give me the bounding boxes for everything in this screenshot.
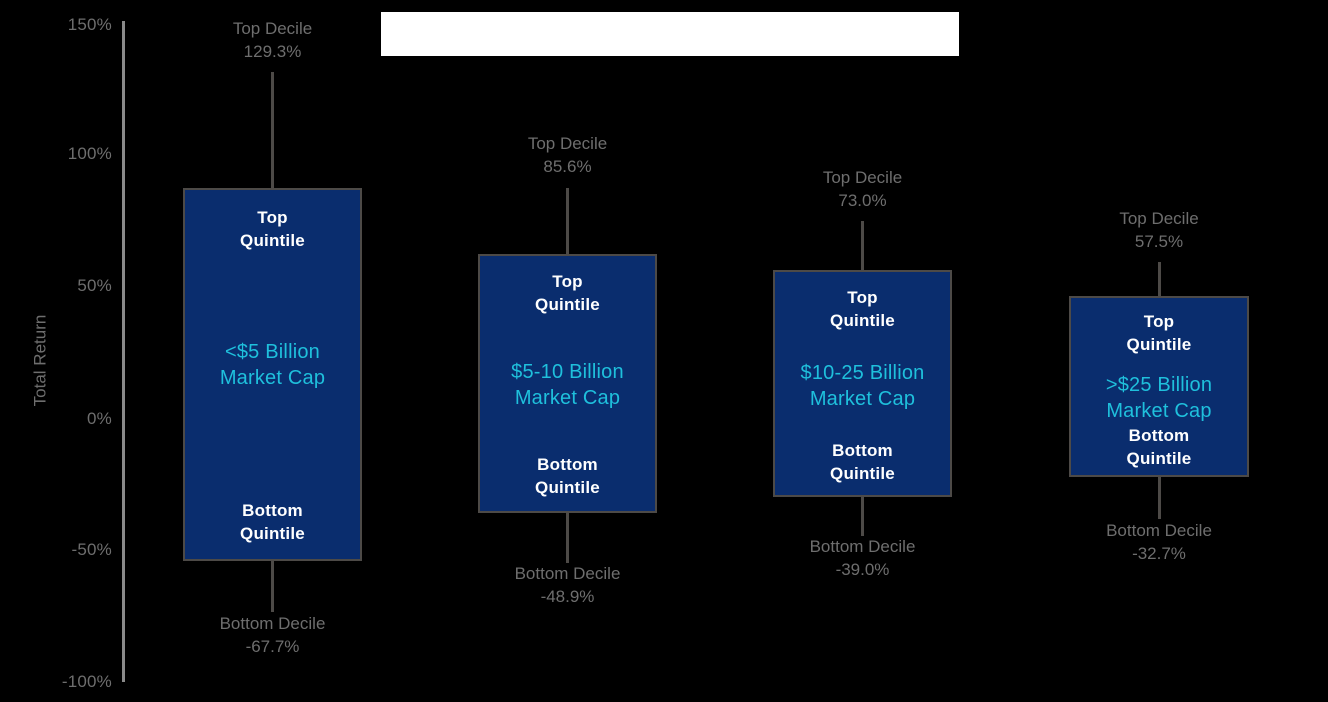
top-quintile-line1-2: Top bbox=[552, 272, 583, 291]
top-quintile-line1-4: Top bbox=[1143, 312, 1175, 331]
y-tick-label-50: 50% bbox=[77, 276, 112, 295]
bottom-whisker-1 bbox=[271, 561, 274, 612]
title-plate bbox=[381, 12, 959, 56]
quintile-box-2[interactable]: Top Quintile $5-10 Billion Market Cap Bo… bbox=[478, 254, 657, 513]
bottom-quintile-line2-4: Quintile bbox=[1126, 449, 1192, 468]
y-tick-150: 150% bbox=[0, 16, 112, 33]
bottom-decile-label-1: Bottom Decile bbox=[219, 614, 326, 633]
series-10-25b[interactable]: Top Decile 73.0% Top Quintile $10-25 Bil… bbox=[773, 0, 952, 702]
cap-band-text-1: <$5 Billion Market Cap bbox=[189, 339, 356, 391]
top-decile-label-1: Top Decile bbox=[232, 19, 313, 38]
bottom-decile-label-2: Bottom Decile bbox=[514, 564, 621, 583]
bottom-decile-annotation-1: Bottom Decile -67.7% bbox=[123, 612, 422, 658]
y-tick-neg50: -50% bbox=[0, 541, 112, 558]
bottom-quintile-text-2: Bottom Quintile bbox=[484, 453, 651, 499]
bottom-decile-value-3: -39.0% bbox=[835, 560, 890, 579]
bottom-decile-value-2: -48.9% bbox=[540, 587, 595, 606]
y-tick-label-100: 100% bbox=[67, 144, 112, 163]
top-whisker-4 bbox=[1157, 262, 1161, 296]
top-whisker-1 bbox=[271, 72, 274, 188]
series-over-25b[interactable]: Top Decile 57.5% Top Quintile >$25 Billi… bbox=[1069, 0, 1249, 702]
bottom-quintile-line1-4: Bottom bbox=[1128, 426, 1190, 445]
cap-band-line2-4: Market Cap bbox=[1106, 400, 1212, 422]
y-tick-label-neg100: -100% bbox=[61, 672, 112, 691]
y-tick-label-150: 150% bbox=[67, 15, 112, 34]
cap-band-text-2: $5-10 Billion Market Cap bbox=[484, 359, 651, 411]
series-under-5b[interactable]: Top Decile 129.3% Top Quintile <$5 Billi… bbox=[183, 0, 362, 702]
bottom-quintile-line2-1: Quintile bbox=[240, 524, 305, 543]
top-whisker-2 bbox=[566, 188, 569, 254]
bottom-quintile-line2-2: Quintile bbox=[535, 478, 600, 497]
bottom-quintile-text-4: Bottom Quintile bbox=[1075, 424, 1243, 470]
bottom-quintile-text-3: Bottom Quintile bbox=[779, 439, 946, 485]
cap-band-line2-1: Market Cap bbox=[219, 366, 326, 389]
y-tick-label-neg50: -50% bbox=[71, 540, 112, 559]
bottom-quintile-line2-3: Quintile bbox=[830, 464, 895, 483]
bottom-quintile-line1-3: Bottom bbox=[832, 441, 893, 460]
top-decile-annotation-4: Top Decile 57.5% bbox=[1009, 207, 1309, 253]
top-whisker-3 bbox=[861, 221, 864, 270]
bottom-decile-annotation-3: Bottom Decile -39.0% bbox=[713, 535, 1012, 581]
bottom-decile-label-3: Bottom Decile bbox=[809, 537, 916, 556]
top-quintile-text-2: Top Quintile bbox=[484, 270, 651, 316]
top-quintile-line2-1: Quintile bbox=[240, 231, 305, 250]
cap-band-text-3: $10-25 Billion Market Cap bbox=[779, 360, 946, 412]
top-quintile-text-1: Top Quintile bbox=[189, 206, 356, 252]
top-decile-label-2: Top Decile bbox=[527, 134, 608, 153]
top-decile-annotation-2: Top Decile 85.6% bbox=[418, 132, 717, 178]
series-5-10b[interactable]: Top Decile 85.6% Top Quintile $5-10 Bill… bbox=[478, 0, 657, 702]
top-decile-value-1: 129.3% bbox=[243, 42, 302, 61]
cap-band-line2-2: Market Cap bbox=[514, 386, 621, 409]
cap-band-line2-3: Market Cap bbox=[809, 387, 916, 410]
top-decile-annotation-3: Top Decile 73.0% bbox=[713, 166, 1012, 212]
bottom-decile-value-1: -67.7% bbox=[245, 637, 300, 656]
quintile-box-4[interactable]: Top Quintile >$25 Billion Market Cap Bot… bbox=[1069, 296, 1249, 477]
top-decile-value-4: 57.5% bbox=[1134, 232, 1184, 251]
bottom-quintile-line1-1: Bottom bbox=[242, 501, 303, 520]
cap-band-line1-4: >$25 Billion bbox=[1105, 374, 1213, 396]
top-decile-label-3: Top Decile bbox=[822, 168, 903, 187]
quintile-box-3[interactable]: Top Quintile $10-25 Billion Market Cap B… bbox=[773, 270, 952, 497]
cap-band-text-4: >$25 Billion Market Cap bbox=[1075, 372, 1243, 424]
bottom-whisker-3 bbox=[861, 497, 864, 536]
bottom-decile-value-4: -32.7% bbox=[1132, 544, 1186, 563]
y-tick-neg100: -100% bbox=[0, 673, 112, 690]
cap-band-line1-3: $10-25 Billion bbox=[800, 361, 925, 384]
top-decile-label-4: Top Decile bbox=[1119, 209, 1199, 228]
y-tick-50: 50% bbox=[0, 277, 112, 294]
top-quintile-line2-4: Quintile bbox=[1126, 335, 1192, 354]
bottom-whisker-2 bbox=[566, 513, 569, 563]
y-tick-label-0: 0% bbox=[87, 409, 112, 428]
top-decile-value-2: 85.6% bbox=[543, 157, 592, 176]
bottom-whisker-4 bbox=[1157, 477, 1161, 519]
y-tick-0: 0% bbox=[0, 410, 112, 427]
top-quintile-line2-3: Quintile bbox=[830, 311, 895, 330]
bottom-quintile-line1-2: Bottom bbox=[537, 455, 598, 474]
bottom-decile-annotation-4: Bottom Decile -32.7% bbox=[1009, 519, 1309, 565]
top-quintile-line2-2: Quintile bbox=[535, 295, 600, 314]
y-tick-100: 100% bbox=[0, 145, 112, 162]
cap-band-line1-2: $5-10 Billion bbox=[511, 360, 624, 383]
bottom-decile-annotation-2: Bottom Decile -48.9% bbox=[418, 562, 717, 608]
top-quintile-text-3: Top Quintile bbox=[779, 286, 946, 332]
top-quintile-text-4: Top Quintile bbox=[1075, 310, 1243, 356]
top-decile-annotation-1: Top Decile 129.3% bbox=[123, 17, 422, 63]
top-quintile-line1-3: Top bbox=[847, 288, 878, 307]
top-decile-value-3: 73.0% bbox=[838, 191, 887, 210]
bottom-decile-label-4: Bottom Decile bbox=[1106, 521, 1212, 540]
quintile-box-1[interactable]: Top Quintile <$5 Billion Market Cap Bott… bbox=[183, 188, 362, 561]
bottom-quintile-text-1: Bottom Quintile bbox=[189, 499, 356, 545]
cap-band-line1-1: <$5 Billion bbox=[224, 340, 321, 363]
top-quintile-line1-1: Top bbox=[257, 208, 288, 227]
y-axis-line bbox=[122, 21, 125, 682]
